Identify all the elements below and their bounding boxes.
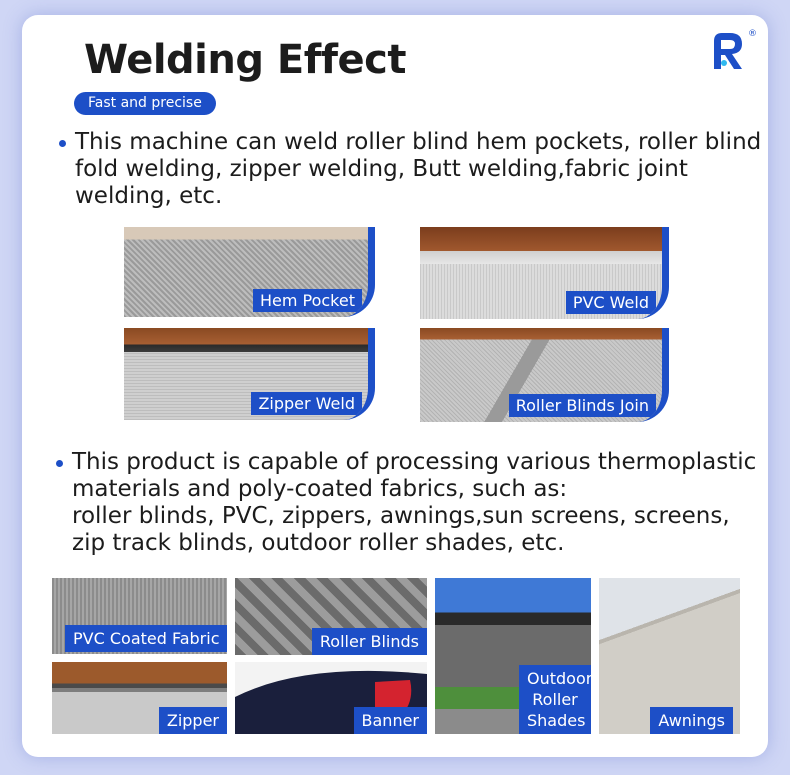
intro-line: This machine can weld roller blind hem p… <box>75 129 762 155</box>
zipper-image: Zipper <box>52 662 227 734</box>
materials-line: zip track blinds, outdoor roller shades,… <box>72 530 565 556</box>
materials-line: This product is capable of processing va… <box>72 449 757 475</box>
subtitle-badge: Fast and precise <box>74 92 216 115</box>
sample-label: PVC Weld <box>565 291 656 314</box>
page-title: Welding Effect <box>84 37 407 83</box>
materials-paragraph: This product is capable of processing va… <box>56 449 762 557</box>
application-label: Outdoor Roller Shades <box>519 665 591 734</box>
application-label: Roller Blinds <box>311 628 427 655</box>
hem-pocket-image: Hem Pocket <box>124 227 375 317</box>
roller-blinds-join-image: Roller Blinds Join <box>420 328 669 422</box>
pvc-coated-fabric-image: PVC Coated Fabric <box>52 578 227 654</box>
sample-label: Zipper Weld <box>251 392 362 415</box>
zipper-weld-image: Zipper Weld <box>124 328 375 420</box>
application-label: Awnings <box>650 707 733 734</box>
bullet-icon <box>56 460 63 467</box>
intro-line: welding, etc. <box>75 183 223 209</box>
bullet-icon <box>59 140 66 147</box>
application-label: Banner <box>353 707 427 734</box>
outdoor-roller-shades-image: Outdoor Roller Shades <box>435 578 591 734</box>
intro-line: fold welding, zipper welding, Butt weldi… <box>75 156 688 182</box>
materials-line: roller blinds, PVC, zippers, awnings,sun… <box>72 503 730 529</box>
awnings-image: Awnings <box>599 578 740 734</box>
r-brand-logo-icon: ® <box>708 27 758 75</box>
sample-label: Hem Pocket <box>252 289 362 312</box>
materials-line: materials and poly-coated fabrics, such … <box>72 476 568 502</box>
application-label: Zipper <box>158 707 227 734</box>
application-label: PVC Coated Fabric <box>65 625 227 652</box>
pvc-weld-image: PVC Weld <box>420 227 669 319</box>
intro-paragraph: This machine can weld roller blind hem p… <box>59 129 765 210</box>
content-card: Welding Effect Fast and precise ® This m… <box>22 15 768 757</box>
sample-label: Roller Blinds Join <box>508 394 656 417</box>
trademark-mark: ® <box>748 29 757 39</box>
banner-image: Banner <box>235 662 427 734</box>
roller-blinds-image: Roller Blinds <box>235 578 427 655</box>
